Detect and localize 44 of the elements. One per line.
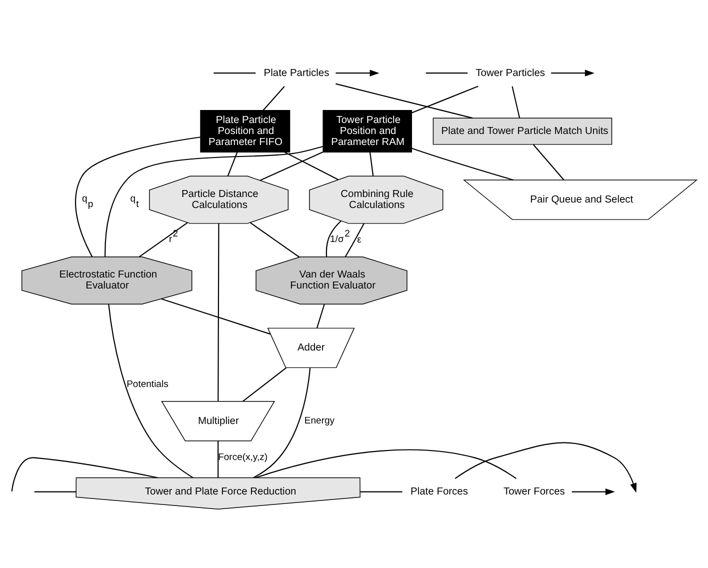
connector	[161, 298, 270, 334]
node-text: Tower Forces	[503, 486, 565, 498]
arrow	[551, 69, 594, 76]
connector	[370, 152, 374, 176]
connector	[218, 440, 219, 478]
arrow	[572, 488, 615, 495]
connector	[138, 222, 188, 257]
node-text: Tower Particles	[476, 67, 546, 78]
connector	[104, 145, 323, 256]
arrow	[454, 442, 637, 492]
node-text: Plate Forces	[410, 486, 468, 498]
arrow	[336, 69, 380, 76]
edge-label: Potentials	[126, 378, 168, 390]
edge-label: ε	[357, 234, 362, 246]
connector	[218, 222, 220, 401]
connector	[336, 82, 473, 118]
edge-label: Energy	[304, 415, 335, 426]
connector	[227, 152, 238, 176]
connector	[34, 490, 76, 492]
connector	[242, 366, 287, 402]
connector	[108, 304, 194, 478]
connector	[11, 456, 158, 491]
connector	[284, 151, 338, 180]
connector	[532, 144, 564, 180]
connector	[326, 220, 342, 256]
connector	[316, 303, 325, 328]
connector	[75, 136, 201, 257]
edge-label: Force(x,y,z)	[218, 452, 268, 463]
connector	[260, 151, 324, 180]
connector	[262, 86, 285, 110]
node-text: Plate Particles	[264, 67, 330, 78]
connector	[344, 222, 365, 257]
node-box: Plate Particle Position and Parameter FIFO	[200, 110, 290, 152]
connector	[426, 72, 468, 74]
node-box: Tower Particle Position and Parameter RAM	[322, 110, 412, 152]
connector	[360, 490, 402, 492]
connector	[250, 222, 300, 258]
connector	[412, 147, 514, 180]
connector	[255, 448, 517, 479]
connector	[253, 367, 311, 478]
node-box: Plate and Tower Particle Match Units	[432, 117, 612, 144]
connector	[214, 72, 256, 74]
connector	[512, 86, 520, 118]
connector	[411, 85, 478, 113]
